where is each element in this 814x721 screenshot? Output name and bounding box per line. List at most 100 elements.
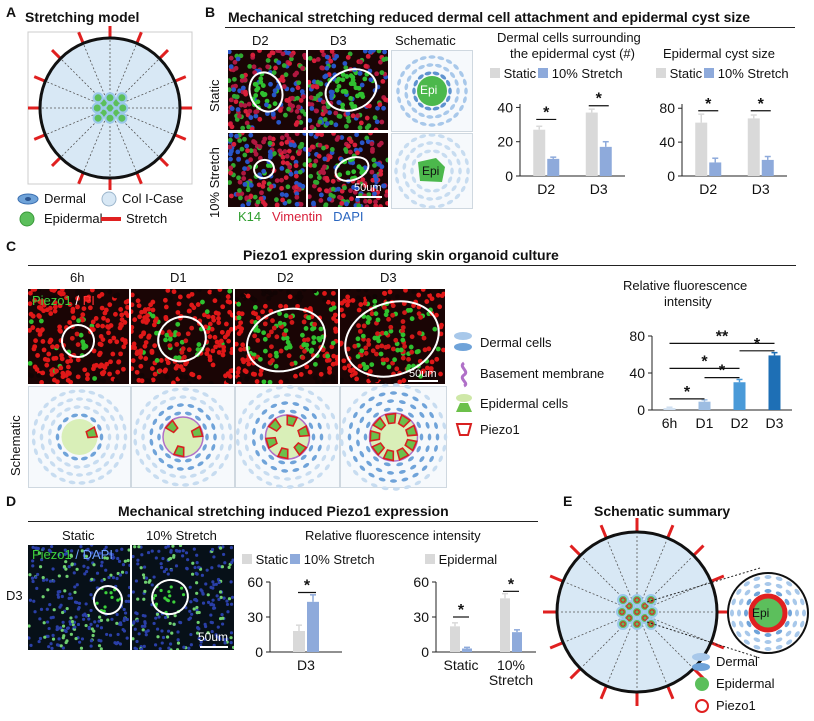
c-dermal-cell	[370, 386, 378, 391]
schematic-dermal-cell	[449, 72, 456, 79]
c-piezo1-cell	[405, 424, 419, 437]
c-dermal-cell	[110, 414, 115, 422]
cell-dot	[283, 72, 289, 78]
cell-dot	[348, 73, 354, 79]
cell-dot	[258, 196, 264, 201]
zoom-dermal-cell	[794, 588, 800, 595]
cell-dot	[330, 378, 336, 383]
c-dermal-cell	[62, 417, 69, 423]
cell-dot	[354, 133, 360, 138]
c-dermal-cell	[205, 453, 211, 460]
cell-dot	[40, 557, 44, 562]
c-piezo1-cell	[397, 413, 412, 428]
cell-dot	[183, 374, 189, 380]
cell-dot	[294, 133, 300, 137]
cell-dot	[382, 291, 388, 296]
cell-dot	[99, 618, 104, 622]
c-dermal-cell	[366, 421, 371, 429]
cell-dot	[294, 201, 300, 207]
cell-dot	[358, 59, 364, 65]
schematic-dermal-cell	[405, 181, 410, 188]
cell-dot	[71, 315, 76, 321]
c-dermal-cell	[278, 460, 286, 465]
schematic-dermal-cell	[437, 134, 445, 139]
spoke	[641, 624, 668, 685]
x-tick-label: Static	[443, 657, 478, 673]
b-scale-bar	[356, 196, 382, 198]
cell-dot	[262, 202, 268, 207]
cell-dot	[339, 135, 345, 140]
cell-dot	[351, 169, 357, 175]
cell-dot	[284, 97, 290, 103]
c-dermal-cell	[152, 418, 158, 425]
cell-dot	[290, 103, 296, 109]
cell-dot	[238, 53, 244, 59]
cell-dot	[355, 113, 361, 119]
cell-dot	[355, 354, 361, 359]
cell-dot	[163, 316, 169, 322]
c-dermal-cell	[40, 423, 45, 431]
c-dermal-cell	[424, 473, 431, 480]
cell-dot	[341, 358, 347, 364]
c-dermal-cell	[387, 471, 395, 475]
y-tick-label: 0	[637, 402, 645, 418]
c-dermal-cell	[326, 444, 331, 452]
x-tick-label: 10%	[497, 657, 525, 673]
cell-dot	[207, 289, 213, 295]
cell-dot	[204, 582, 208, 586]
c-dermal-cell	[161, 390, 169, 395]
cell-dot	[308, 95, 314, 101]
c-dermal-cell	[205, 433, 209, 441]
cell-dot	[400, 332, 406, 338]
cell-dot	[331, 194, 336, 199]
schematic-dermal-cell	[398, 185, 404, 193]
cell-dot	[47, 548, 51, 552]
cell-dot	[327, 154, 333, 160]
cell-dot	[117, 622, 122, 626]
cell-dot	[296, 80, 302, 86]
cell-dot	[201, 601, 206, 605]
cell-dot	[75, 374, 81, 380]
c-dermal-cell	[119, 453, 124, 460]
cell-dot	[231, 645, 234, 650]
cell-dot	[105, 324, 110, 330]
cell-dot	[239, 73, 245, 79]
schematic-dermal-cell	[460, 185, 466, 193]
cell-dot	[308, 101, 312, 107]
cell-dot	[74, 636, 78, 641]
cell-dot	[324, 175, 330, 181]
cell-dot	[195, 608, 199, 612]
cell-dot	[190, 612, 194, 616]
significance-star: *	[754, 336, 761, 353]
c-dermal-cell	[31, 438, 36, 446]
cell-dot	[270, 318, 275, 324]
cell-dot	[325, 353, 331, 359]
cell-dot	[304, 364, 310, 370]
cell-dot	[228, 144, 233, 150]
c-dermal-cell	[218, 404, 224, 411]
cell-dot	[103, 548, 107, 552]
cell-dot	[164, 374, 170, 380]
schematic-dermal-cell	[419, 56, 427, 61]
zoom-epi	[748, 593, 788, 633]
piezo1-ring	[649, 609, 655, 615]
cell-dot	[46, 588, 50, 592]
cell-dot	[222, 638, 226, 642]
c-dermal-cell	[211, 397, 217, 404]
cell-dot	[297, 290, 302, 296]
cell-dot	[80, 317, 85, 323]
cell-dot	[101, 378, 106, 384]
legend-col: Col I-Case	[122, 191, 184, 206]
cell-dot	[118, 351, 124, 357]
cell-dot	[348, 149, 353, 155]
cell-dot	[271, 70, 277, 76]
cell-dot	[186, 293, 192, 299]
cell-dot	[362, 183, 368, 188]
epidermal-cell	[616, 606, 628, 618]
cell-dot	[73, 585, 77, 589]
cell-dot	[322, 291, 327, 296]
cell-dot	[277, 50, 282, 54]
cell-dot	[138, 348, 144, 354]
schematic-dermal-cell	[416, 152, 423, 158]
c-dermal-cell	[85, 471, 93, 476]
